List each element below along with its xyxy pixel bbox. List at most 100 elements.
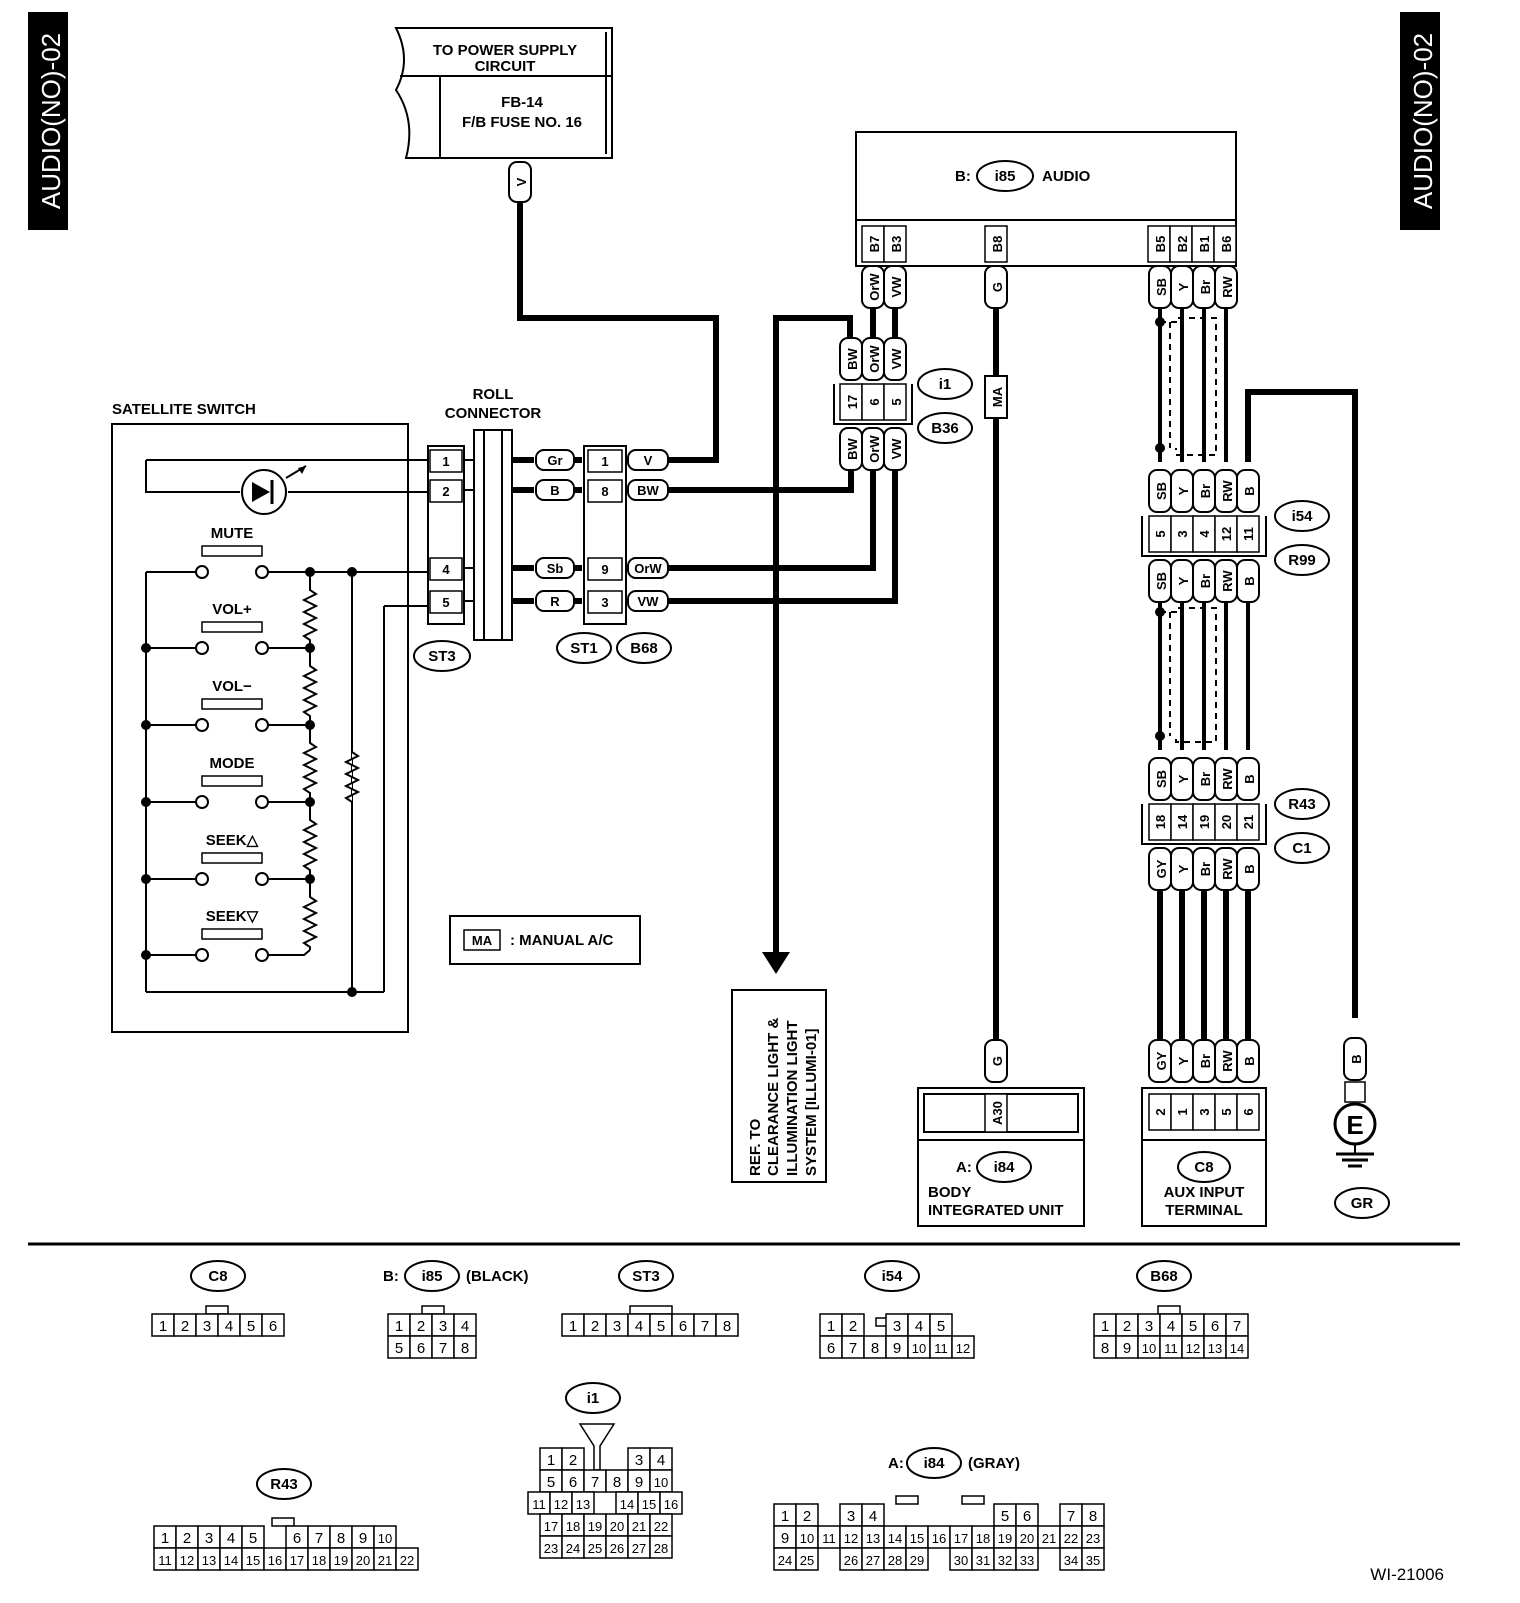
svg-text:RW: RW <box>1220 480 1235 502</box>
face-i84-pin-cell <box>1015 1547 1039 1571</box>
svg-text:ROLL: ROLL <box>473 386 514 403</box>
face-latch <box>961 1495 985 1505</box>
connector-r43-c1: SB Y Br RW B 18 14 19 20 21 GY Y Br RW B… <box>1141 757 1330 891</box>
face-b68-pin: 5 <box>1189 1318 1197 1335</box>
svg-text:SB: SB <box>1154 572 1169 590</box>
face-i54-pin: 6 <box>827 1340 835 1357</box>
svg-text:3: 3 <box>1197 1108 1212 1115</box>
svg-text:B3: B3 <box>889 236 904 253</box>
face-r43-pin: 13 <box>202 1553 216 1568</box>
face-i84-pin: 2 <box>803 1508 811 1525</box>
face-i54-pin: 2 <box>849 1318 857 1335</box>
svg-text:Y: Y <box>1176 774 1191 783</box>
face-r43-pin: 3 <box>205 1530 213 1547</box>
svg-text:BODY: BODY <box>928 1184 971 1201</box>
face-r43-pin: 19 <box>334 1553 348 1568</box>
svg-text:CONNECTOR: CONNECTOR <box>445 405 542 422</box>
audio-unit: B: i85 AUDIO B7 B3 B8 B5 B2 B1 B6 <box>855 131 1237 267</box>
face-st3-pin: 7 <box>701 1318 709 1335</box>
face-i54-pin: 12 <box>956 1341 970 1356</box>
face-i1-pin: 4 <box>657 1452 665 1469</box>
face-i1-pin: 14 <box>620 1497 634 1512</box>
svg-text:SB: SB <box>1154 278 1169 296</box>
svg-text:Gr: Gr <box>547 453 562 468</box>
face-c8-pin: 6 <box>269 1318 277 1335</box>
face-i1-pin: 3 <box>635 1452 643 1469</box>
svg-text:MODE: MODE <box>210 755 255 772</box>
svg-text:REF. TO: REF. TO <box>747 1118 764 1176</box>
face-i84-pin: 5 <box>1001 1508 1009 1525</box>
svg-text:9: 9 <box>601 562 608 577</box>
face-i1-pin: 12 <box>554 1497 568 1512</box>
face-i1-pin: 25 <box>588 1541 602 1556</box>
svg-text:B: B <box>1242 864 1257 873</box>
svg-text:VW: VW <box>889 276 904 298</box>
face-i84-pin: 24 <box>778 1553 792 1568</box>
connector-i1-b36: BW OrW VW 17 6 5 BW OrW VW i1 B36 <box>833 337 973 471</box>
svg-text:5: 5 <box>442 595 449 610</box>
svg-text:Br: Br <box>1198 862 1213 876</box>
face-r43-pin: 6 <box>293 1530 301 1547</box>
svg-text:4: 4 <box>1197 530 1212 538</box>
svg-text:Br: Br <box>1198 772 1213 786</box>
svg-text:11: 11 <box>1241 527 1256 541</box>
svg-text:1: 1 <box>442 454 449 469</box>
face-i84-pin: 13 <box>866 1531 880 1546</box>
face-r43-pin: 18 <box>312 1553 326 1568</box>
power-supply-box: TO POWER SUPPLY CIRCUIT FB-14 F/B FUSE N… <box>394 27 613 159</box>
face-i84-pin: 10 <box>800 1531 814 1546</box>
connector-face-views: C8 B: i85 (BLACK) ST3 i54 B68 i1 R43 A: … <box>151 1260 1249 1571</box>
face-b68-label: B68 <box>1150 1268 1178 1285</box>
svg-text:B: B <box>1242 486 1257 495</box>
svg-text:A:: A: <box>956 1159 972 1176</box>
svg-text:B: B <box>1242 576 1257 585</box>
face-i1-pin: 1 <box>547 1452 555 1469</box>
shield-lines <box>1155 317 1217 743</box>
svg-text:B36: B36 <box>931 420 959 437</box>
face-i1-pin: 2 <box>569 1452 577 1469</box>
legend-manual-ac: MA : MANUAL A/C <box>449 915 641 965</box>
face-r43-pin: 11 <box>158 1553 172 1568</box>
face-b68-pin: 11 <box>1164 1341 1178 1356</box>
svg-text:Y: Y <box>1176 282 1191 291</box>
face-b68-pin: 1 <box>1101 1318 1109 1335</box>
svg-text:B: B <box>550 483 559 498</box>
svg-text:A30: A30 <box>990 1101 1005 1125</box>
face-i84-pin: 9 <box>781 1530 789 1547</box>
svg-text:2: 2 <box>1153 1108 1168 1115</box>
face-i85-pin: 7 <box>439 1340 447 1357</box>
face-r43-pin: 15 <box>246 1553 260 1568</box>
svg-text:RW: RW <box>1220 768 1235 790</box>
face-i84-pin: 32 <box>998 1553 1012 1568</box>
face-latch <box>205 1305 229 1315</box>
svg-text:VW: VW <box>889 438 904 460</box>
svg-text:17: 17 <box>845 395 860 409</box>
svg-text:C1: C1 <box>1292 840 1311 857</box>
face-i54-pin: 4 <box>915 1318 923 1335</box>
face-r43-label: R43 <box>270 1476 298 1493</box>
face-i84-pin: 1 <box>781 1508 789 1525</box>
face-i1-pin: 16 <box>664 1497 678 1512</box>
svg-text:MA: MA <box>472 933 493 948</box>
face-st3-pin: 2 <box>591 1318 599 1335</box>
face-i84-pin: 28 <box>888 1553 902 1568</box>
svg-text:MA: MA <box>990 386 1005 407</box>
face-r43-pin: 7 <box>315 1530 323 1547</box>
face-i84-pin: 17 <box>954 1531 968 1546</box>
face-i85-label: i85 <box>422 1268 443 1285</box>
svg-text:6: 6 <box>867 398 882 405</box>
face-r43-pin-cell <box>395 1547 419 1571</box>
face-b68-pin: 13 <box>1208 1341 1222 1356</box>
svg-text:MUTE: MUTE <box>211 525 254 542</box>
face-st3-pin: 1 <box>569 1318 577 1335</box>
face-i1-pin: 9 <box>635 1474 643 1491</box>
svg-text:GR: GR <box>1351 1195 1374 1212</box>
face-r43-pin: 16 <box>268 1553 282 1568</box>
face-i84-pin: 12 <box>844 1531 858 1546</box>
face-r43-pin: 5 <box>249 1530 257 1547</box>
face-i84-pin: 30 <box>954 1553 968 1568</box>
svg-text:Br: Br <box>1198 280 1213 294</box>
face-r43-pin: 10 <box>378 1531 392 1546</box>
wire-v: V <box>508 161 719 463</box>
svg-text:Y: Y <box>1176 486 1191 495</box>
